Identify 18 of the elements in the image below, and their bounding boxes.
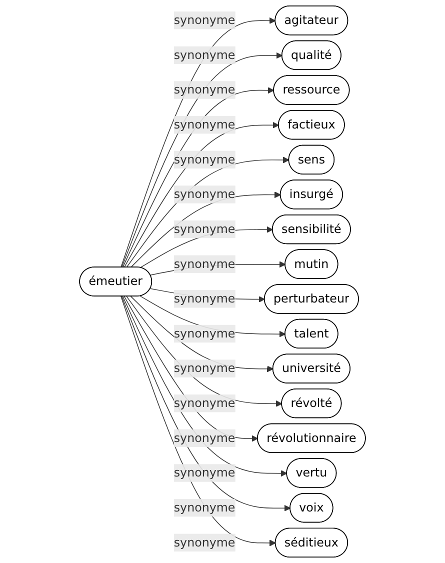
edge-label: synonyme [174, 82, 236, 97]
arrow [130, 296, 274, 372]
edge-label: synonyme [174, 535, 236, 550]
edge-label: synonyme [174, 326, 236, 340]
edge-label: synonyme [174, 117, 236, 132]
edge-label: synonyme [174, 396, 236, 410]
edge-label: synonyme [174, 361, 236, 376]
arrow [124, 296, 258, 442]
edge-label: synonyme [174, 466, 236, 480]
edge-label: synonyme [174, 292, 236, 306]
edge-label: synonyme [174, 12, 236, 28]
edge-label: synonyme [174, 152, 236, 166]
edge-label: synonyme [174, 48, 236, 62]
edge-label: synonyme [174, 430, 236, 445]
edge-label: synonyme [174, 500, 236, 514]
edge-label: synonyme [174, 256, 236, 271]
edge-label: synonyme [174, 187, 236, 202]
edge-label: synonyme [174, 222, 236, 236]
